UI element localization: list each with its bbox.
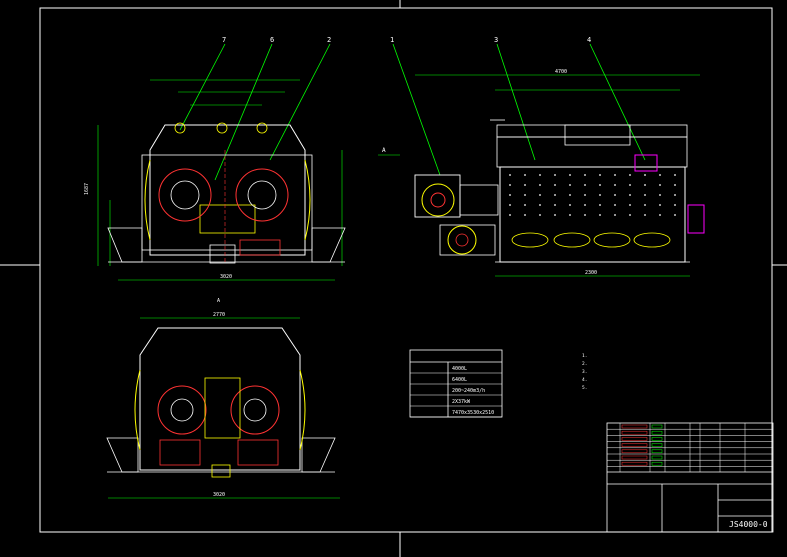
callout-6: 6 (270, 36, 274, 44)
side-length-dim: 4700 (555, 69, 567, 75)
callout-7: 7 (222, 36, 226, 44)
leader-3 (496, 43, 536, 161)
plan-view: A 2770 3020 (106, 298, 340, 499)
front-view: 7 6 2 1687 3020 (84, 36, 346, 281)
note-line: 3. (582, 369, 587, 375)
callout-2: 2 (327, 36, 331, 44)
front-height-dim: 1687 (84, 183, 90, 195)
note-line: 4. (582, 377, 587, 383)
spec-value: 200~240m3/h (452, 388, 485, 394)
view-arrow-label: A (382, 147, 386, 154)
side-view: A 1 3 4 4700 2300 (378, 36, 705, 277)
title-block: JS4000-0 (606, 422, 774, 533)
plan-width-dim: 2770 (213, 312, 225, 318)
callout-4: 4 (587, 36, 591, 44)
note-line: 2. (582, 361, 587, 367)
leader-2 (269, 43, 331, 161)
side-base-dim: 2300 (585, 270, 597, 276)
leader-7 (179, 43, 226, 131)
plan-view-label: A (217, 298, 220, 304)
technical-notes: 1. 2. 3. 4. 5. (582, 353, 587, 391)
leader-6 (214, 43, 273, 181)
mixing-dots (509, 174, 676, 216)
plan-base-dim: 3020 (213, 492, 225, 498)
spec-value: 7470x3530x2510 (452, 410, 494, 416)
spec-table: 4000L 6400L 200~240m3/h 2X37kW 7470x3530x251… (409, 349, 503, 418)
callout-1: 1 (390, 36, 394, 44)
callout-3: 3 (494, 36, 498, 44)
leader-4 (589, 43, 646, 161)
front-width-dim: 3020 (220, 274, 232, 280)
note-line: 5. (582, 385, 587, 391)
spec-value: 6400L (452, 377, 467, 383)
leader-1 (392, 43, 441, 176)
sheet-border (39, 7, 773, 533)
drawing-number: JS4000-0 (729, 520, 768, 529)
note-line: 1. (582, 353, 587, 359)
spec-value: 4000L (452, 366, 467, 372)
spec-value: 2X37kW (452, 399, 471, 405)
